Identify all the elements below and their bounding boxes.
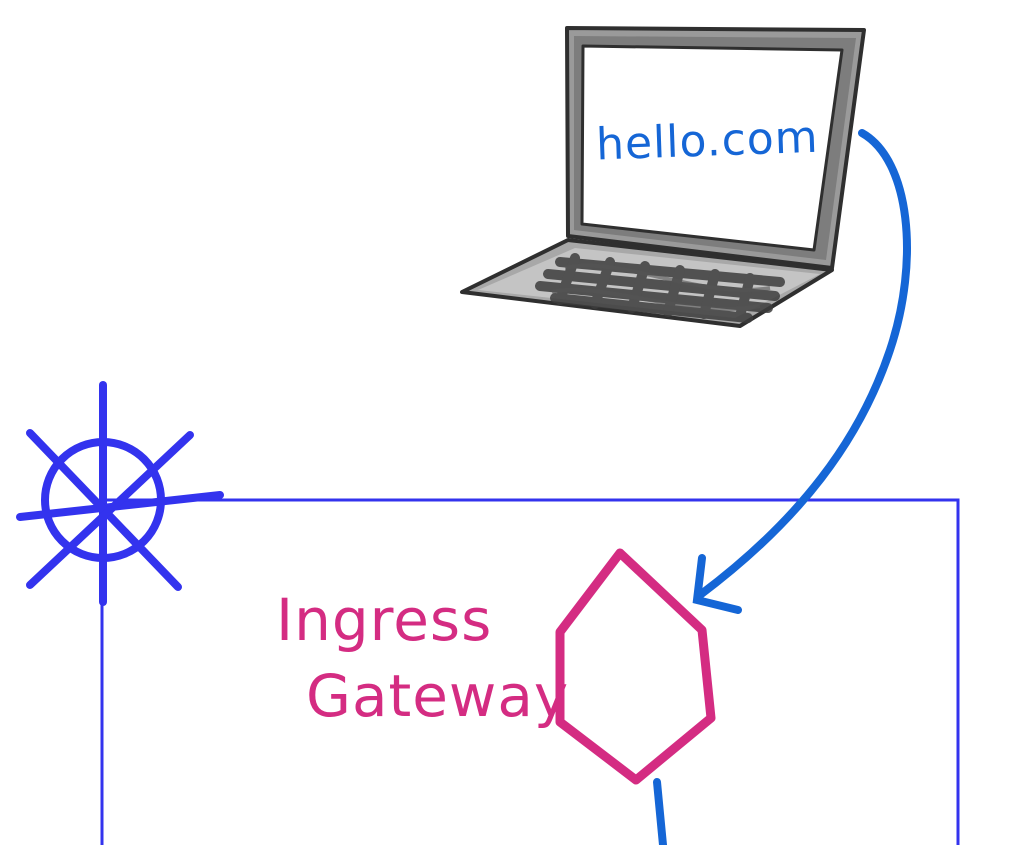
cluster-border (100, 498, 960, 845)
gateway-label-line1: Ingress (276, 586, 492, 654)
gateway-label-line2: Gateway (306, 662, 569, 730)
request-arrowhead (692, 554, 742, 614)
request-arrow-path (696, 129, 911, 599)
hexagon-icon (555, 548, 716, 785)
request-arrow (692, 129, 911, 614)
gateway-outbound-line (653, 778, 667, 845)
laptop-keyboard (535, 253, 785, 323)
cluster-boundary (100, 498, 960, 845)
ingress-gateway-hexagon (555, 548, 716, 785)
kubernetes-helm-icon (16, 381, 224, 606)
laptop-icon: hello.com (460, 26, 866, 328)
laptop-screen-text: hello.com (595, 112, 819, 171)
ingress-gateway-label: Ingress Gateway (276, 586, 569, 730)
laptop-screen (580, 44, 844, 252)
